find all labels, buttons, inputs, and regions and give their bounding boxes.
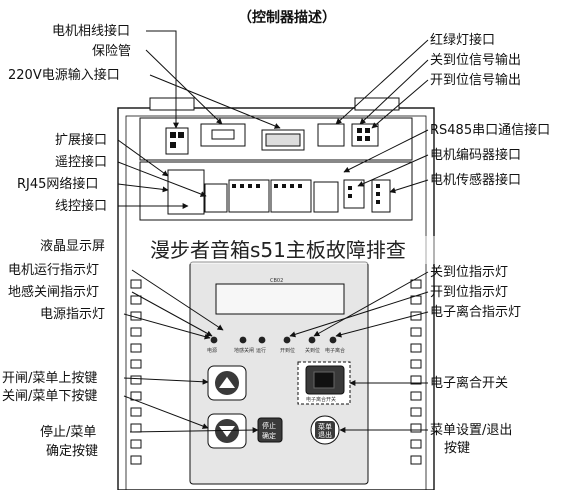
- label-open-limit-out: 开到位信号输出: [430, 72, 521, 88]
- svg-text:电子离合: 电子离合: [325, 347, 345, 354]
- close-down-key[interactable]: [207, 413, 247, 449]
- label-clutch-led: 电子离合指示灯: [430, 304, 521, 320]
- svg-text:停止: 停止: [262, 421, 276, 430]
- svg-text:关到位: 关到位: [305, 347, 320, 354]
- label-close-down-key: 关闸/菜单下按键: [2, 389, 97, 404]
- svg-text:退出: 退出: [318, 430, 332, 439]
- label-traffic-light: 红绿灯接口: [430, 32, 495, 48]
- front-panel: CB02 电源 地感关闸 运行 开到位 关到位 电子离合: [189, 261, 369, 485]
- diagram-title: （控制器描述）: [238, 9, 336, 26]
- label-rj45: RJ45网络接口: [17, 176, 98, 192]
- label-stop-key: 停止/菜单: [40, 424, 96, 440]
- label-run-led: 电机运行指示灯: [8, 263, 99, 278]
- label-open-up-key: 开闸/菜单上按键: [2, 371, 97, 386]
- label-encoder: 电机编码器接口: [430, 147, 521, 163]
- svg-text:地感关闸: 地感关闸: [234, 347, 254, 354]
- label-expansion: 扩展接口: [55, 132, 107, 148]
- label-power-led: 电源指示灯: [40, 307, 105, 322]
- overlay-caption: 漫步者音箱s51主板故障排查: [150, 236, 480, 264]
- lcd-screen: [215, 283, 345, 315]
- svg-text:电源: 电源: [207, 347, 217, 354]
- label-power-input: 220V电源输入接口: [8, 67, 120, 83]
- label-fuse: 保险管: [92, 44, 131, 59]
- label-lcd: 液晶显示屏: [40, 239, 105, 254]
- leader-lines: [117, 30, 429, 434]
- clutch-switch[interactable]: 电子离合开关: [297, 361, 351, 405]
- label-clutch-switch: 电子离合开关: [430, 375, 508, 391]
- svg-text:运行: 运行: [256, 347, 266, 354]
- label-remote: 遥控接口: [55, 154, 107, 170]
- open-up-key[interactable]: [207, 365, 247, 401]
- label-open-limit-led: 开到位指示灯: [430, 285, 508, 300]
- led-row: 电源 地感关闸 运行 开到位 关到位 电子离合: [207, 336, 345, 354]
- label-motor-sensor: 电机传感器接口: [430, 172, 521, 188]
- label-menu-exit-key: 按键: [444, 441, 470, 456]
- label-rs485: RS485串口通信接口: [430, 122, 550, 138]
- middle-connector-board: [139, 161, 413, 221]
- stop-confirm-key[interactable]: 停止 确定: [257, 417, 283, 443]
- label-confirm-key: 确定按键: [46, 444, 98, 459]
- svg-text:电子离合开关: 电子离合开关: [306, 396, 336, 403]
- label-menu-exit: 菜单设置/退出: [430, 423, 512, 438]
- svg-text:确定: 确定: [262, 431, 276, 440]
- panel-model: CB02: [270, 278, 283, 284]
- right-labels: 红绿灯接口 关到位信号输出 开到位信号输出 RS485串口通信接口 电机编码器接…: [430, 32, 550, 456]
- label-close-limit-out: 关到位信号输出: [430, 52, 521, 68]
- svg-text:开到位: 开到位: [280, 347, 295, 354]
- label-wire-control: 线控接口: [55, 198, 107, 214]
- menu-exit-key[interactable]: 菜单 退出: [310, 415, 340, 445]
- label-motor-phase: 电机相线接口: [52, 23, 130, 39]
- label-ground-sense-led: 地感关闸指示灯: [8, 284, 99, 300]
- top-connector-board: [139, 117, 413, 161]
- label-close-limit-led: 关到位指示灯: [430, 265, 508, 280]
- left-labels: 电机相线接口 保险管 220V电源输入接口 扩展接口 遥控接口 RJ45网络接口…: [2, 23, 131, 459]
- svg-text:菜单: 菜单: [318, 422, 332, 431]
